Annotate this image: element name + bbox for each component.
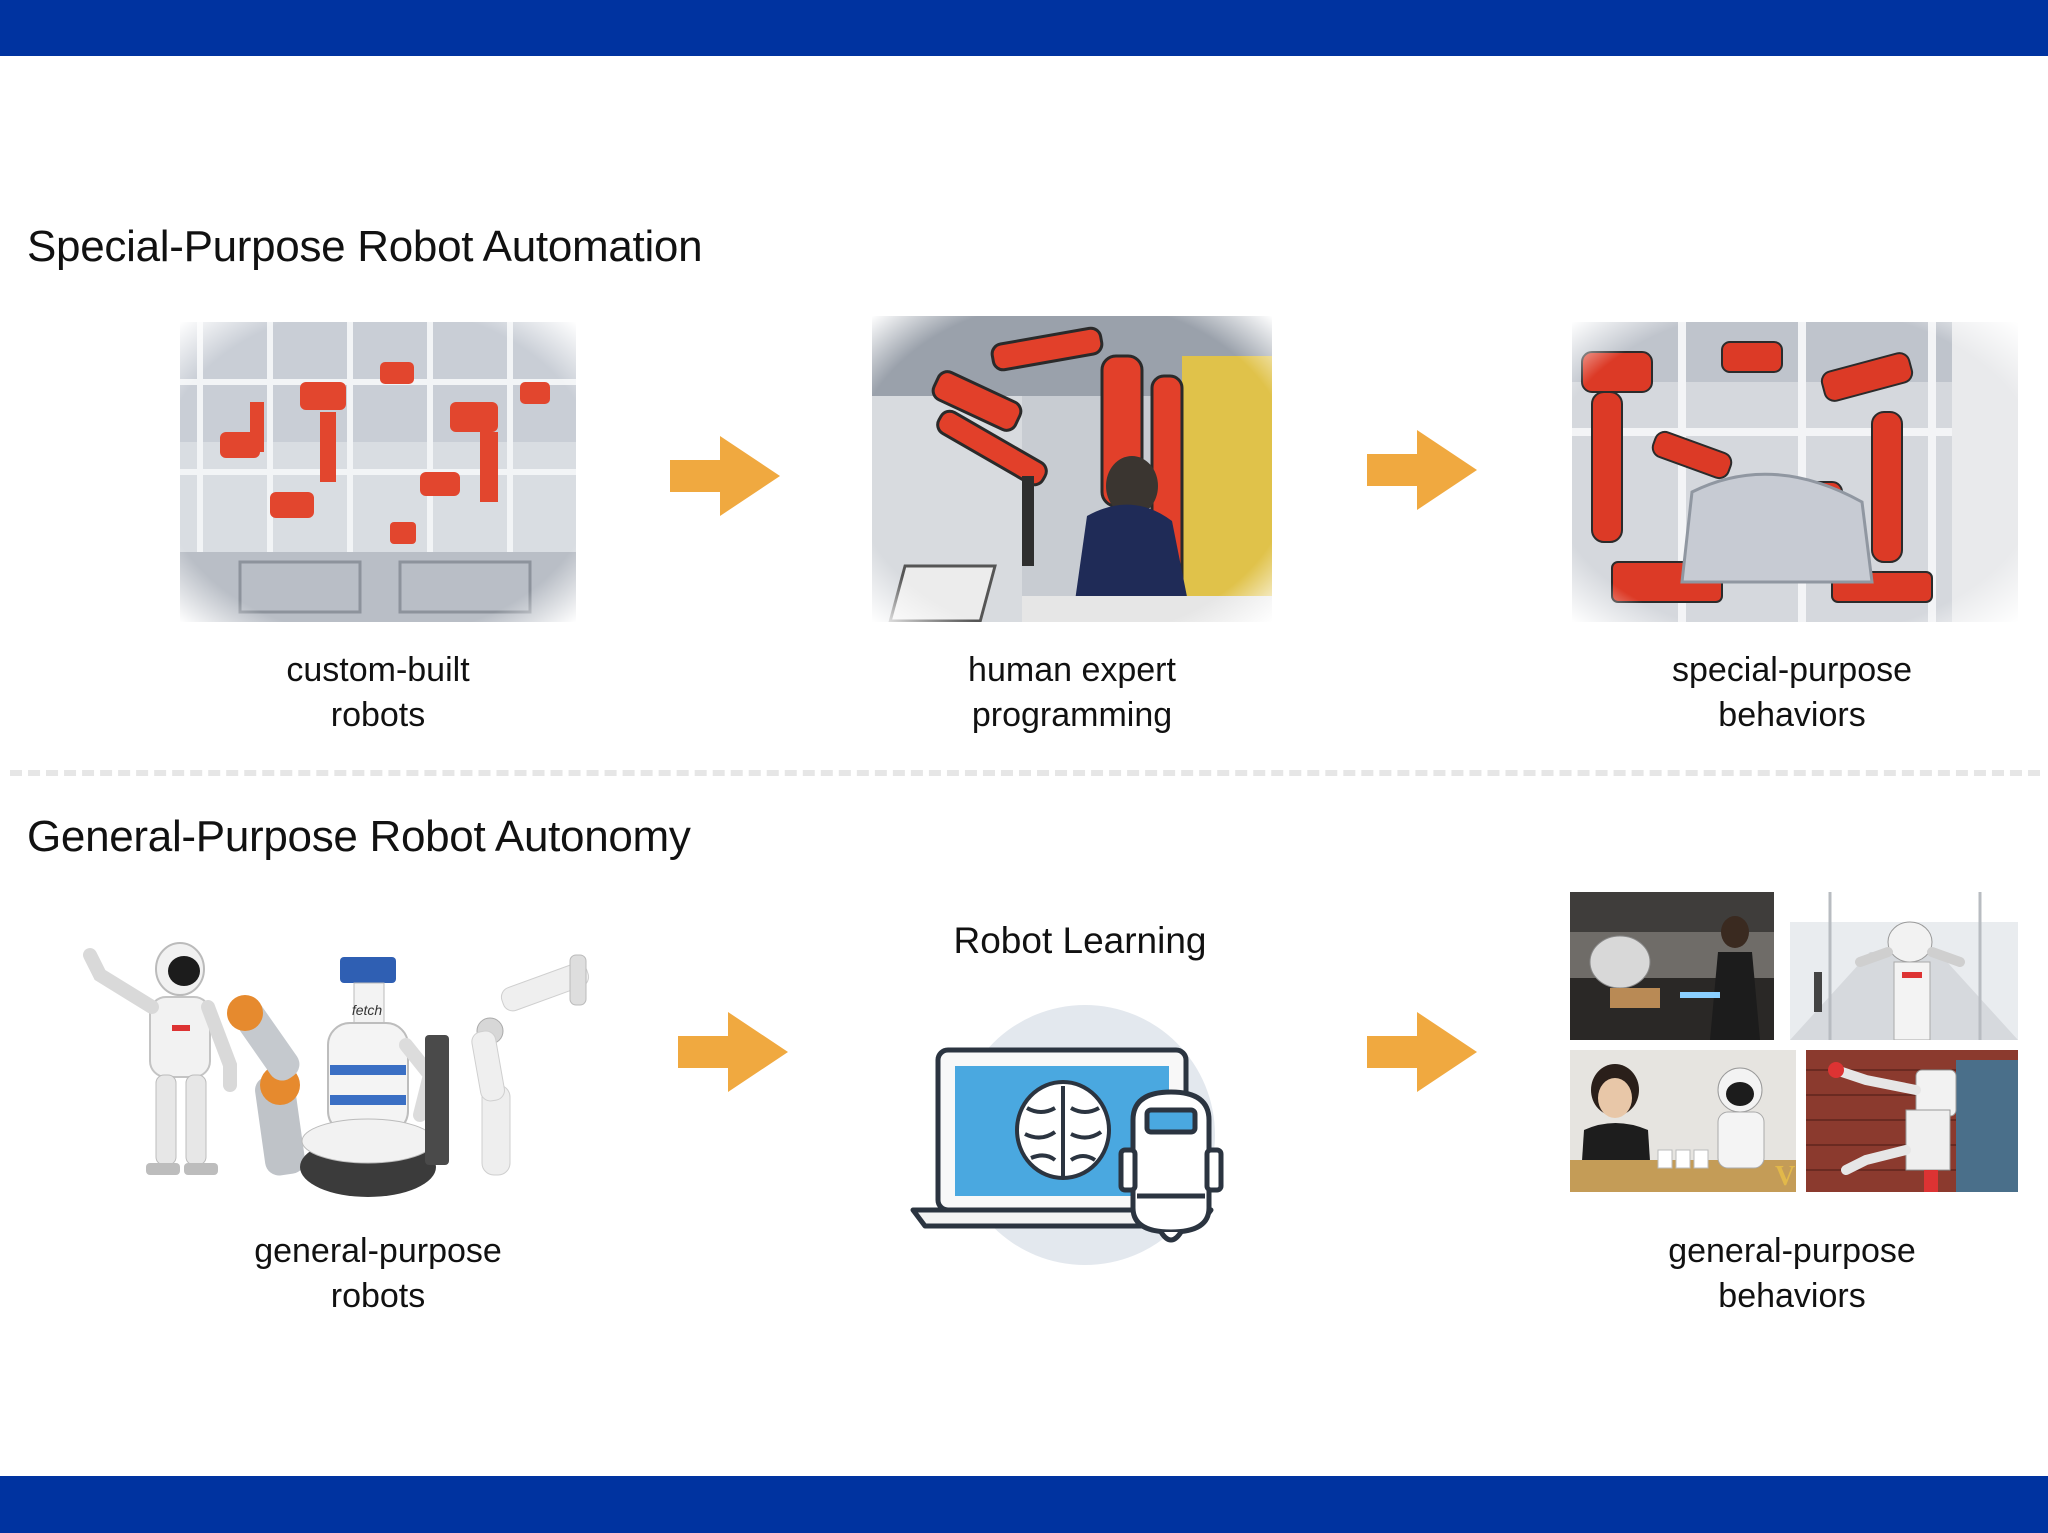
behavior-photo-humanoid-manipulation <box>1806 1050 2018 1192</box>
arrow-right-icon <box>1367 1012 1477 1092</box>
humanoid-robot-icon <box>83 942 237 1175</box>
robot-head-icon <box>1118 1089 1224 1243</box>
top-banner <box>0 0 2048 56</box>
human-expert-programming-photo <box>872 316 1272 622</box>
behavior-photo-lab <box>1790 892 2018 1040</box>
robot-arm-icon <box>227 995 305 1176</box>
custom-built-robots-photo <box>180 322 576 622</box>
bottom-banner <box>0 1476 2048 1533</box>
caption-special-purpose-behaviors: special-purpose behaviors <box>1671 651 1913 734</box>
svg-text:V: V <box>1775 1161 1795 1192</box>
fetch-logo-text: fetch <box>352 1002 383 1018</box>
fetch-robot-icon: fetch <box>300 957 449 1197</box>
robot-learning-label: Robot Learning <box>953 920 1207 961</box>
section-title-general-purpose: General-Purpose Robot Autonomy <box>27 812 691 861</box>
caption-general-purpose-behaviors: general-purpose behaviors <box>1668 1232 1916 1315</box>
arrow-right-icon <box>678 1012 788 1092</box>
caption-human-expert-programming: human expert programming <box>968 651 1176 734</box>
section-divider <box>10 770 2040 776</box>
white-arm-icon <box>471 954 590 1176</box>
caption-custom-built-robots: custom-built robots <box>286 651 470 734</box>
general-purpose-robots-illustration: fetch <box>80 935 620 1205</box>
brain-icon <box>1015 1080 1111 1180</box>
special-purpose-behaviors-photo <box>1572 322 2018 622</box>
caption-general-purpose-robots: general-purpose robots <box>254 1232 502 1315</box>
behavior-photo-serving: V <box>1570 1050 1796 1192</box>
section-title-special-purpose: Special-Purpose Robot Automation <box>27 222 703 271</box>
arrow-right-icon <box>670 436 780 516</box>
arrow-right-icon <box>1367 430 1477 510</box>
robot-learning-icon <box>905 1000 1265 1270</box>
behavior-photo-kitchen <box>1570 892 1774 1040</box>
